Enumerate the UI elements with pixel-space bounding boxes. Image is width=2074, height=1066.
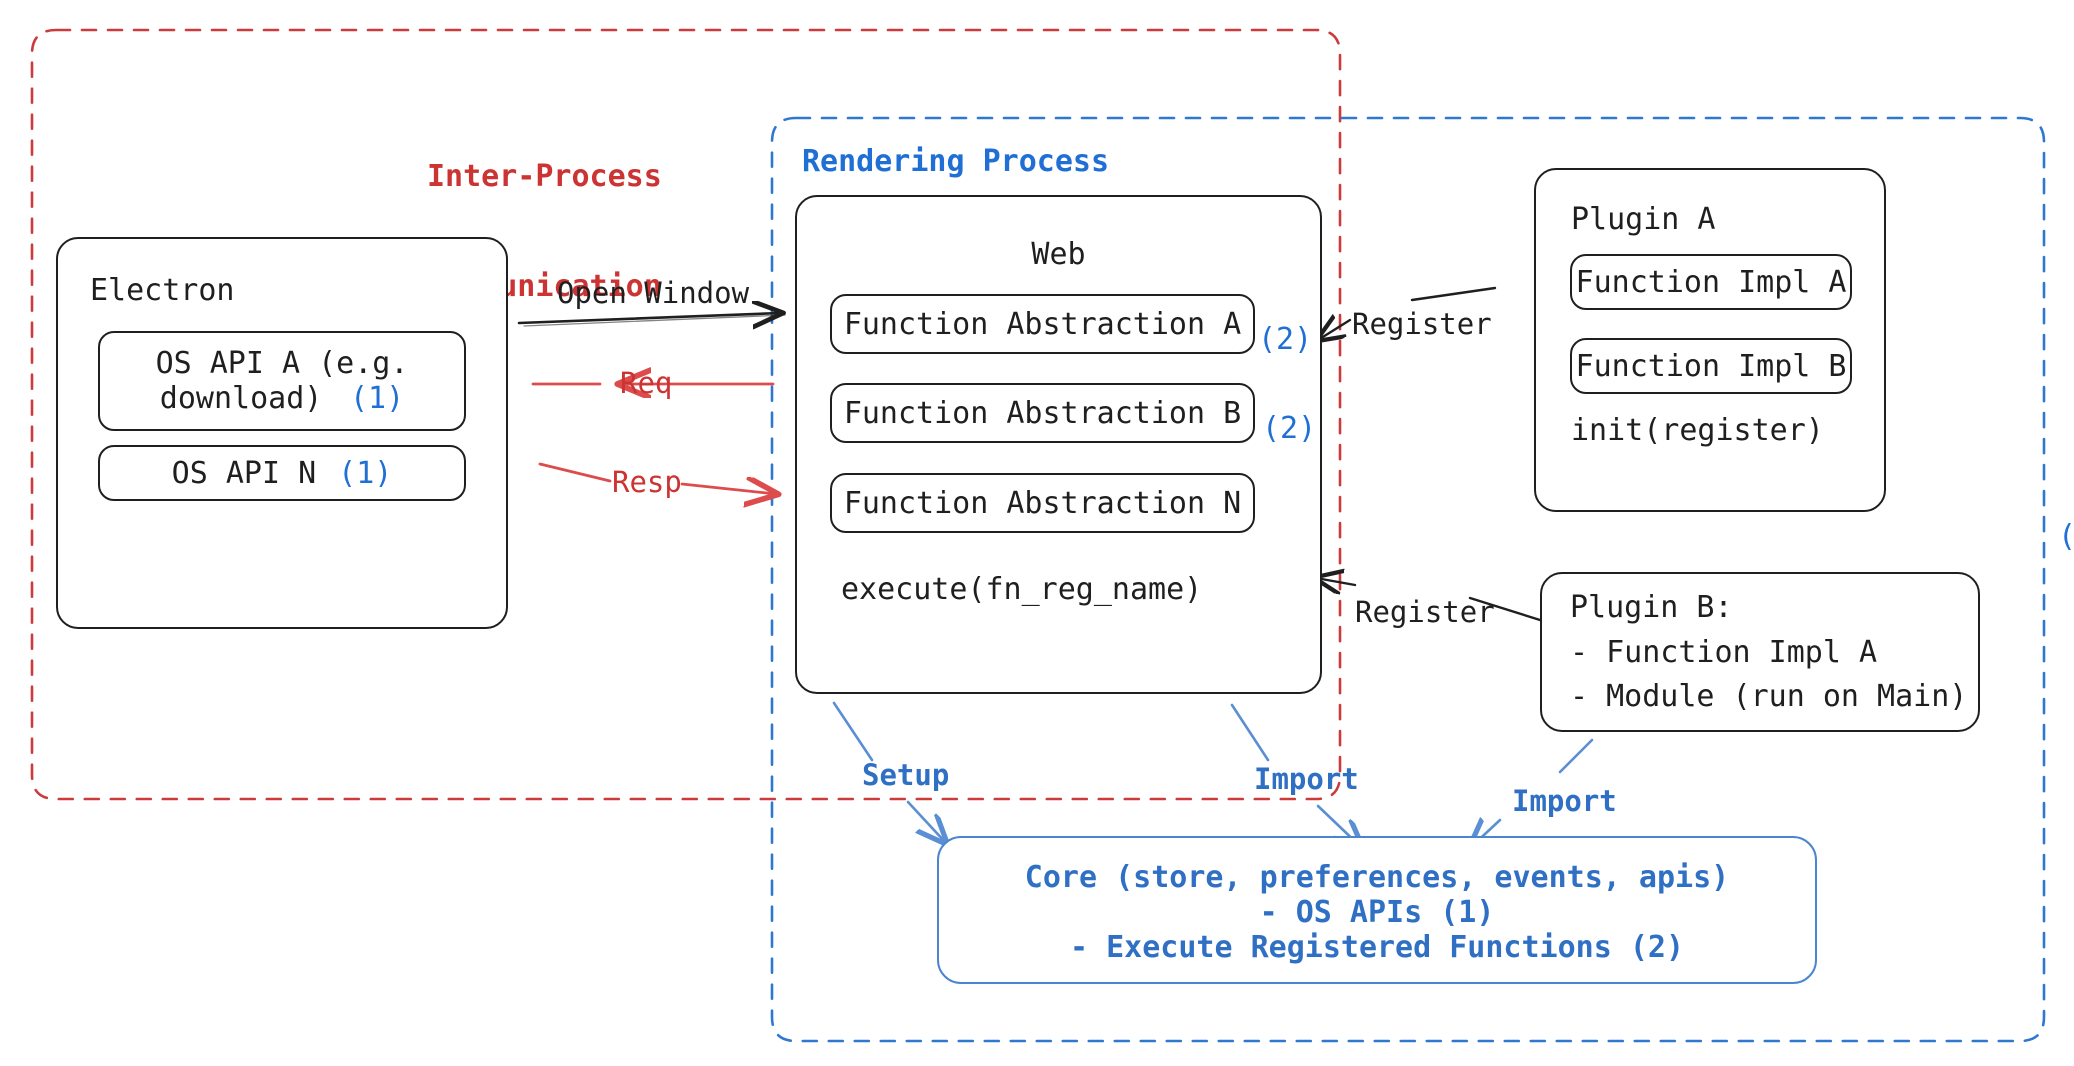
os-api-a-label-line2: download): [159, 381, 323, 416]
core-line-2: - OS APIs (1): [1259, 895, 1495, 930]
edge-label-import-plugin-b: Import: [1512, 784, 1617, 818]
plugin-b-item-module: - Module (run on Main): [1570, 679, 1968, 714]
function-abstraction-n-label: Function Abstraction N: [843, 485, 1242, 521]
os-api-n-tag: (1): [338, 455, 393, 491]
abstraction-b-tag: (2): [1262, 411, 1317, 446]
os-api-a-box[interactable]: OS API A (e.g. download) (1): [98, 331, 466, 431]
plugin-a-function-impl-a-box[interactable]: Function Impl A: [1570, 254, 1852, 310]
os-api-a-label-line1: OS API A (e.g.: [155, 346, 409, 381]
plugin-a-function-impl-b-box[interactable]: Function Impl B: [1570, 338, 1852, 394]
web-title: Web: [1031, 237, 1086, 272]
plugin-b-title: Plugin B:: [1570, 590, 1733, 625]
function-abstraction-n-box[interactable]: Function Abstraction N: [830, 473, 1255, 533]
core-line-1: Core (store, preferences, events, apis): [1024, 860, 1730, 895]
function-abstraction-b-box[interactable]: Function Abstraction B: [830, 383, 1255, 443]
core-box: Core (store, preferences, events, apis) …: [937, 836, 1817, 984]
os-api-n-box[interactable]: OS API N (1): [98, 445, 466, 501]
abstraction-a-tag: (2): [1258, 322, 1313, 357]
function-abstraction-a-label: Function Abstraction A: [843, 306, 1242, 342]
plugin-a-box: Plugin A Function Impl A Function Impl B…: [1534, 168, 1886, 512]
web-footer: execute(fn_reg_name): [841, 572, 1203, 607]
edge-label-req: Req: [620, 366, 673, 400]
edge-label-register-a: Register: [1352, 307, 1492, 341]
edge-label-resp: Resp: [612, 465, 682, 499]
core-line-3: - Execute Registered Functions (2): [1069, 930, 1685, 965]
plugin-a-function-impl-b-label: Function Impl B: [1575, 348, 1847, 384]
function-abstraction-a-tag: (2): [2058, 519, 2074, 556]
function-abstraction-b-label: Function Abstraction B: [843, 395, 1242, 431]
electron-box: Electron OS API A (e.g. download) (1) OS…: [56, 237, 508, 629]
edge-label-register-b: Register: [1355, 595, 1495, 629]
edge-label-setup: Setup: [862, 758, 950, 792]
plugin-b-box: Plugin B: - Function Impl A - Module (ru…: [1540, 572, 1980, 732]
plugin-a-title: Plugin A: [1571, 202, 1716, 237]
web-box: Web Function Abstraction A (2) Function …: [795, 195, 2074, 694]
plugin-a-function-impl-a-label: Function Impl A: [1575, 264, 1847, 300]
os-api-n-label: OS API N: [171, 455, 317, 491]
rendering-process-label: Rendering Process: [802, 144, 1110, 179]
edge-label-import-web: Import: [1254, 762, 1359, 796]
plugin-b-item-function-impl-a: - Function Impl A: [1570, 635, 1878, 670]
os-api-a-tag: (1): [350, 381, 405, 416]
plugin-a-footer: init(register): [1571, 413, 1824, 448]
edge-label-open-window: Open Window: [557, 276, 750, 310]
electron-title: Electron: [90, 273, 235, 308]
function-abstraction-a-box[interactable]: Function Abstraction A: [830, 294, 1255, 354]
